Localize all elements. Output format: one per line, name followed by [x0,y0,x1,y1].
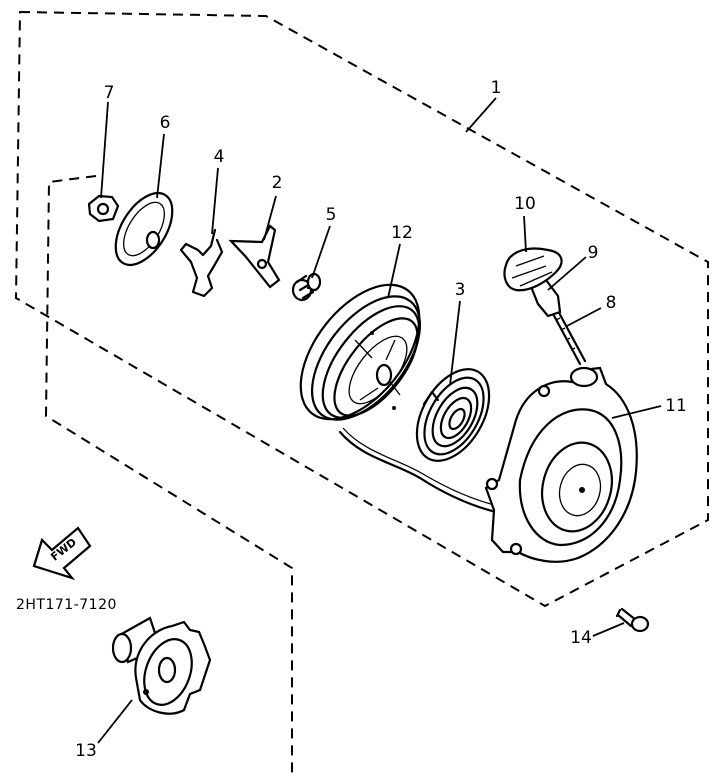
part-13-boundary [44,175,293,775]
handle-rope-part-8 [550,307,587,366]
callout-2: 2 [272,173,283,193]
pulley-plate-part-6 [114,192,174,266]
callout-7: 7 [104,83,115,103]
spring-clip-part-4 [179,228,224,298]
nut-part-7 [87,194,120,223]
callout-4: 4 [214,147,225,167]
callout-1: 1 [491,78,502,98]
drive-pulley-part-13 [111,616,212,715]
recoil-spring-part-3 [415,368,491,462]
callout-8: 8 [606,293,617,313]
starter-rope [338,430,498,514]
callout-5: 5 [326,205,337,225]
assembly-1-boundary [14,10,709,608]
starter-handle-part-10 [503,247,563,292]
leader-lines [97,97,662,744]
callout-13: 13 [75,741,97,761]
bolt-part-14 [615,607,650,633]
catalog-number: 2HT171-7120 [16,597,117,613]
callout-14: 14 [570,628,592,648]
spring-part-5 [291,272,322,302]
starter-case-part-11 [484,366,638,563]
callout-9: 9 [588,243,599,263]
callout-10: 10 [514,194,536,214]
callout-3: 3 [455,280,466,300]
rope-reel-part-12 [299,283,422,421]
pawl-part-2 [228,224,281,289]
callout-12: 12 [391,223,413,243]
callout-11: 11 [665,396,687,416]
callout-6: 6 [160,113,171,133]
fwd-direction-arrow: FWD [32,526,92,581]
